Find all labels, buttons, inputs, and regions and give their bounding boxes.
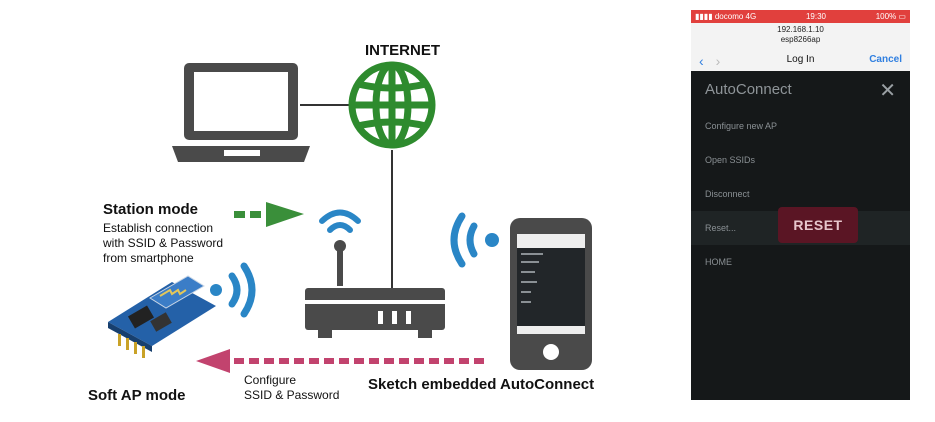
configure-arrow	[196, 349, 484, 373]
back-icon[interactable]: ‹	[699, 53, 704, 69]
cancel-button[interactable]: Cancel	[869, 54, 902, 65]
battery-info: 100% ▭	[876, 12, 906, 21]
url-ssid: esp8266ap	[780, 35, 821, 44]
station-mode-line-1: Establish connection	[103, 221, 213, 235]
esp-module-icon	[108, 275, 216, 358]
reset-button[interactable]: RESET	[778, 207, 858, 243]
network-diagram: INTERNET Station mode Establish connecti…	[88, 42, 594, 404]
configure-line-2: SSID & Password	[244, 388, 339, 402]
battery-icon: ▭	[898, 12, 906, 21]
carrier-info: ▮▮▮▮ docomo 4G	[695, 12, 756, 21]
signal-icon: ▮▮▮▮	[695, 12, 713, 21]
configure-line-1: Configure	[244, 373, 296, 387]
header-title: Log In	[786, 54, 815, 65]
menu-header: AutoConnect ✕	[691, 71, 910, 109]
carrier-text: docomo	[714, 12, 744, 21]
smartphone-icon	[450, 212, 592, 370]
laptop-icon	[172, 63, 310, 162]
station-mode-line-2: with SSID & Password	[102, 236, 223, 250]
url-host-block: 192.168.1.10 esp8266ap	[691, 25, 910, 45]
station-mode-arrow	[234, 202, 304, 227]
browser-header: 192.168.1.10 esp8266ap ‹› Log In Cancel	[691, 23, 910, 71]
station-mode-title: Station mode	[103, 201, 198, 218]
router-icon	[305, 209, 445, 338]
status-time: 19:30	[805, 12, 826, 21]
battery-text: 100%	[875, 12, 897, 21]
status-bar: ▮▮▮▮ docomo 4G 19:30 100% ▭	[691, 10, 910, 23]
menu-item-disconnect[interactable]: Disconnect	[705, 189, 750, 199]
menu-item-home[interactable]: HOME	[705, 257, 732, 267]
esp-wifi-icon	[210, 262, 256, 318]
sketch-label: Sketch embedded AutoConnect	[368, 376, 594, 393]
globe-icon	[348, 61, 436, 149]
forward-icon[interactable]: ›	[715, 53, 721, 69]
menu-item-configure-new-ap[interactable]: Configure new AP	[705, 121, 778, 131]
close-icon[interactable]: ✕	[879, 80, 896, 102]
menu-item-open-ssids[interactable]: Open SSIDs	[705, 155, 756, 165]
nav-arrows: ‹›	[699, 53, 720, 69]
station-mode-line-3: from smartphone	[103, 251, 194, 265]
soft-ap-label: Soft AP mode	[88, 387, 186, 404]
phone-screenshot: ▮▮▮▮ docomo 4G 19:30 100% ▭ 192.168.1.10…	[691, 10, 910, 400]
url-host: 192.168.1.10	[777, 25, 824, 34]
internet-label: INTERNET	[365, 42, 440, 59]
network-text: 4G	[745, 12, 757, 21]
menu-title: AutoConnect	[705, 81, 792, 98]
